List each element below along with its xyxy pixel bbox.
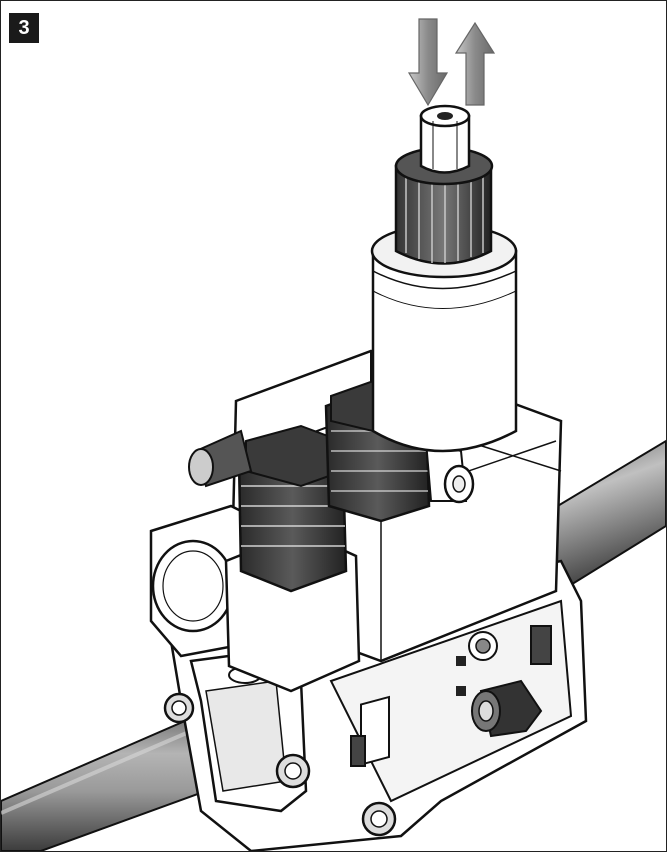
side-clip <box>530 625 552 665</box>
cable-gland-right <box>424 439 475 504</box>
small-square-marker <box>456 686 466 696</box>
pressure-test-port <box>468 631 498 661</box>
cable-gland-left <box>188 429 253 488</box>
side-clip <box>350 735 366 767</box>
step-number-badge: 3 <box>9 13 39 43</box>
small-square-marker <box>456 656 466 666</box>
flange-bolt <box>163 692 195 724</box>
pull-up-arrow <box>454 21 496 106</box>
push-down-arrow <box>407 18 449 107</box>
adjustment-screw-knob[interactable] <box>471 679 543 738</box>
flange-bolt <box>275 753 311 789</box>
hex-adjustment-cap[interactable] <box>419 104 471 174</box>
electrical-connector-front <box>224 424 361 693</box>
flange-bolt <box>361 801 397 837</box>
